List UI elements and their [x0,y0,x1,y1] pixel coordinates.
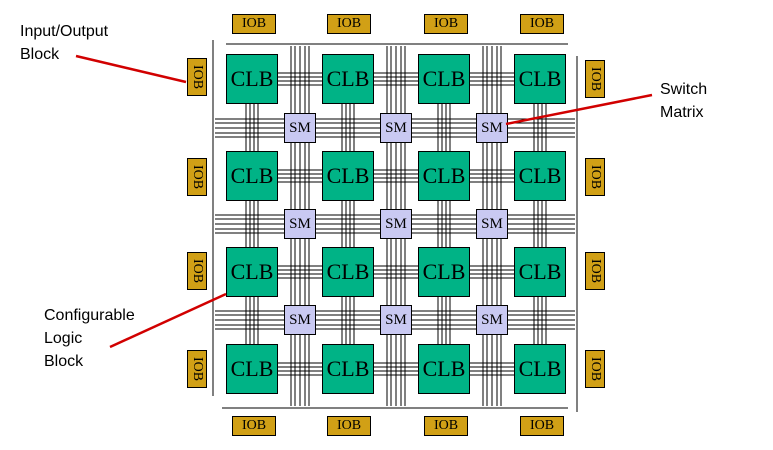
switch-matrix-r2-c0: SM [284,305,316,335]
io-label-line-2: Block [20,46,60,63]
iob-left-0: IOB [187,58,207,96]
switch-matrix-r0-c0: SM [284,113,316,143]
iob-right-3: IOB [585,350,605,388]
sm-label-line-1: Switch [660,81,708,98]
iob-bottom-2: IOB [424,416,468,436]
iob-top-2: IOB [424,14,468,34]
iob-left-3: IOB [187,350,207,388]
clb-r0-c3: CLB [514,54,566,104]
clb-r1-c3: CLB [514,151,566,201]
configurable-logic-block-label: Configurable Logic Block [44,304,135,373]
clb-r1-c0: CLB [226,151,278,201]
clb-r3-c0: CLB [226,344,278,394]
switch-matrix-r0-c2: SM [476,113,508,143]
switch-matrix-r1-c2: SM [476,209,508,239]
iob-top-1: IOB [327,14,371,34]
switch-matrix-label: Switch Matrix [660,78,707,124]
clb-r2-c3: CLB [514,247,566,297]
iob-right-2-text: IOB [588,258,603,284]
cl-label-line-2: Logic [44,330,83,347]
iob-left-1-text: IOB [190,164,205,190]
clb-r2-c2: CLB [418,247,470,297]
cl-label-line-3: Block [44,353,84,370]
iob-top-3: IOB [520,14,564,34]
iob-left-2-text: IOB [190,258,205,284]
sm-label-line-2: Matrix [660,104,704,121]
clb-r3-c2: CLB [418,344,470,394]
iob-left-2: IOB [187,252,207,290]
iob-left-3-text: IOB [190,356,205,382]
clb-r0-c2: CLB [418,54,470,104]
clb-r3-c1: CLB [322,344,374,394]
clb-r2-c0: CLB [226,247,278,297]
iob-left-1: IOB [187,158,207,196]
iob-bottom-3: IOB [520,416,564,436]
clb-r2-c1: CLB [322,247,374,297]
switch-matrix-r1-c0: SM [284,209,316,239]
switch-matrix-r2-c1: SM [380,305,412,335]
clb-r0-c1: CLB [322,54,374,104]
switch-matrix-r2-c2: SM [476,305,508,335]
iob-bottom-1: IOB [327,416,371,436]
switch-matrix-r0-c1: SM [380,113,412,143]
iob-right-0-text: IOB [588,66,603,92]
clb-r1-c2: CLB [418,151,470,201]
iob-top-0: IOB [232,14,276,34]
iob-right-1: IOB [585,158,605,196]
clb-r1-c1: CLB [322,151,374,201]
iob-right-0: IOB [585,60,605,98]
clb-r3-c3: CLB [514,344,566,394]
io-label-line-1: Input/Output [20,23,109,40]
clb-r0-c0: CLB [226,54,278,104]
iob-right-3-text: IOB [588,356,603,382]
io-block-label: Input/Output Block [20,20,108,66]
switch-matrix-r1-c1: SM [380,209,412,239]
iob-right-1-text: IOB [588,164,603,190]
iob-bottom-0: IOB [232,416,276,436]
iob-right-2: IOB [585,252,605,290]
cl-label-line-1: Configurable [44,307,135,324]
iob-left-0-text: IOB [190,64,205,90]
